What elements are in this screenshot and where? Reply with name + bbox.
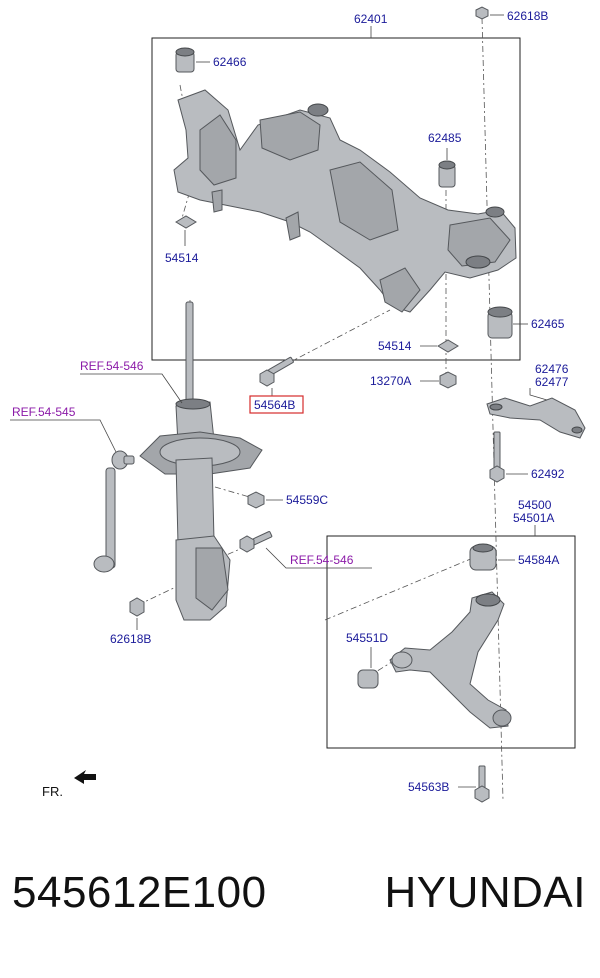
bolt-62618B-bottom [129, 597, 145, 617]
label-62466: 62466 [213, 55, 247, 69]
bushing-62466 [175, 47, 195, 73]
label-54514-upper: 54514 [165, 251, 199, 265]
ref-stabilizer-link: REF.54-545 [12, 405, 76, 419]
ref-strut-top: REF.54-546 [80, 359, 144, 373]
label-13270A: 13270A [370, 374, 411, 388]
lower-arm-group-frame [326, 535, 576, 749]
label-62401: 62401 [354, 12, 388, 26]
nut-54559C [247, 491, 265, 509]
strut-mount-bolt [239, 531, 273, 553]
bracket-62476-62477 [486, 397, 586, 439]
label-62477: 62477 [535, 375, 569, 389]
bolt-54563B [474, 765, 490, 803]
bushing-62485 [438, 160, 456, 188]
bushing-54551D [357, 669, 379, 689]
bushing-62465 [487, 306, 513, 339]
ref-strut-bolt: REF.54-546 [290, 553, 354, 567]
label-62485: 62485 [428, 131, 462, 145]
washer-54514-lower [437, 339, 459, 353]
caption-part-number: 545612E100 [12, 868, 267, 917]
label-62465: 62465 [531, 317, 565, 331]
label-54564B: 54564B [254, 398, 295, 412]
label-54563B: 54563B [408, 780, 449, 794]
nut-13270A [439, 371, 457, 389]
highlight-box-54564B [249, 395, 304, 414]
label-62618B-top: 62618B [507, 9, 548, 23]
stabilizer-link [93, 450, 135, 573]
caption-bar: 545612E100 HYUNDAI [0, 868, 600, 948]
label-54584A: 54584A [518, 553, 559, 567]
label-54501A: 54501A [513, 511, 554, 525]
subframe-group-frame [151, 37, 521, 361]
label-54500: 54500 [518, 498, 552, 512]
label-54559C: 54559C [286, 493, 328, 507]
bolt-54564B [259, 356, 294, 387]
caption-brand: HYUNDAI [384, 868, 586, 917]
lower-control-arm [389, 591, 512, 729]
bolt-62618B-top [475, 6, 489, 20]
label-54551D: 54551D [346, 631, 388, 645]
exploded-parts-diagram: 62401 62618B 62466 62485 54514 62465 545… [10, 6, 586, 803]
label-62476: 62476 [535, 362, 569, 376]
front-direction-label: FR. [42, 784, 63, 799]
washer-54514-upper [175, 215, 197, 229]
front-subframe-crossmember [173, 89, 517, 313]
bushing-54584A [469, 543, 497, 571]
label-62492: 62492 [531, 467, 565, 481]
label-54514-lower: 54514 [378, 339, 412, 353]
label-62618B-bottom: 62618B [110, 632, 151, 646]
strut-assembly [139, 301, 263, 621]
front-direction-arrow [74, 770, 96, 784]
bolt-62492 [489, 431, 505, 483]
